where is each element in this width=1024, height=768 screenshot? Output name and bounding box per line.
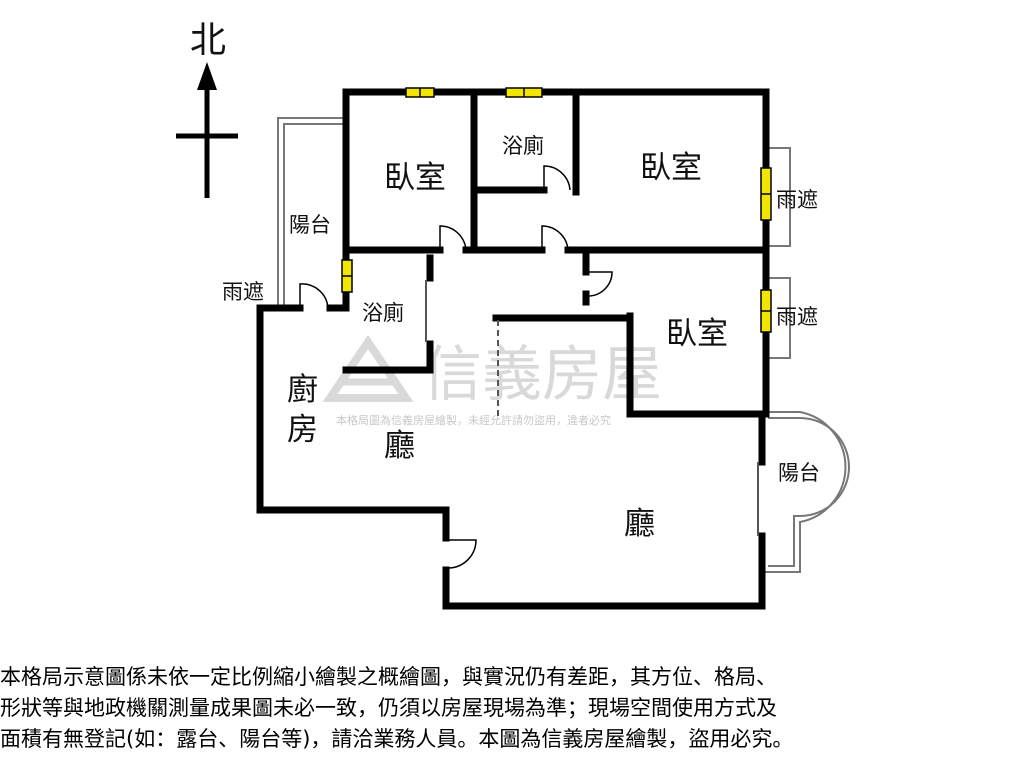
label-bedroom-middle-right: 臥室	[666, 316, 728, 352]
wall-bath-middle	[342, 340, 434, 374]
north-compass: 北	[176, 20, 238, 198]
thin-partitions	[425, 280, 759, 536]
doors	[299, 165, 613, 569]
disclaimer-line-3: 面積有無登記(如：露台、陽台等)，請洽業務人員。本圖為信義房屋繪製，盜用必究。	[0, 727, 794, 751]
balcony-left-outline	[277, 117, 346, 306]
wall-exterior-bottom	[442, 532, 766, 610]
door-bedroom-top-right	[541, 225, 569, 251]
label-balcony-left: 陽台	[289, 213, 331, 237]
wall-exterior-left	[256, 304, 450, 542]
door-bedroom-top-left	[439, 225, 467, 253]
north-arrow-head	[197, 62, 217, 90]
watermark-notice: 本格局圖為信義房屋繪製，未經允許請勿盜用，違者必究	[336, 413, 611, 427]
label-canopy-middle-right: 雨遮	[776, 305, 818, 329]
disclaimer-line-1: 本格局示意圖係未依一定比例縮小繪製之概繪圖，與實況仍有差距，其方位、格局、	[0, 665, 777, 689]
label-canopy-top-right: 雨遮	[776, 188, 818, 212]
windows	[341, 87, 772, 333]
disclaimer-text: 本格局示意圖係未依一定比例縮小繪製之概繪圖，與實況仍有差距，其方位、格局、 形狀…	[0, 662, 1024, 755]
door-bedroom-middle	[586, 271, 613, 297]
label-living-main: 廳	[624, 506, 655, 542]
label-kitchen-1: 廚	[287, 372, 318, 408]
room-labels: 臥室 浴廁 臥室 雨遮 陽台 雨遮 浴廁 臥室 雨遮 廚 房 廳 陽台 廳	[222, 134, 820, 542]
door-entrance	[446, 539, 477, 569]
label-kitchen-2: 房	[287, 412, 318, 448]
watermark: 信義房屋 本格局圖為信義房屋繪製，未經允許請勿盜用，違者必究	[322, 334, 662, 427]
disclaimer-line-2: 形狀等與地政機關測量成果圖未必一致，仍須以房屋現場為準；現場空間使用方式及	[0, 696, 777, 720]
floor-plan: 北 信義房屋 本格局圖為信義房屋繪製，未經允許請勿盜用，違者必究	[176, 20, 850, 610]
north-label: 北	[190, 20, 226, 61]
balcony-right-outline	[762, 411, 847, 573]
balcony-left-inner	[283, 123, 346, 306]
label-bathroom-top: 浴廁	[502, 134, 544, 158]
label-bedroom-top-right: 臥室	[640, 150, 702, 186]
label-balcony-right: 陽台	[778, 461, 820, 485]
label-canopy-left: 雨遮	[222, 280, 264, 304]
door-balcony-left	[299, 283, 329, 309]
label-living-left: 廳	[384, 428, 415, 464]
label-bathroom-middle: 浴廁	[362, 301, 404, 325]
door-bath-top	[543, 165, 571, 191]
label-bedroom-top-left: 臥室	[384, 160, 446, 196]
balcony-right-inner	[768, 417, 850, 567]
watermark-brand: 信義房屋	[422, 340, 662, 410]
wall-bedroom-middle-bottom	[626, 312, 770, 418]
